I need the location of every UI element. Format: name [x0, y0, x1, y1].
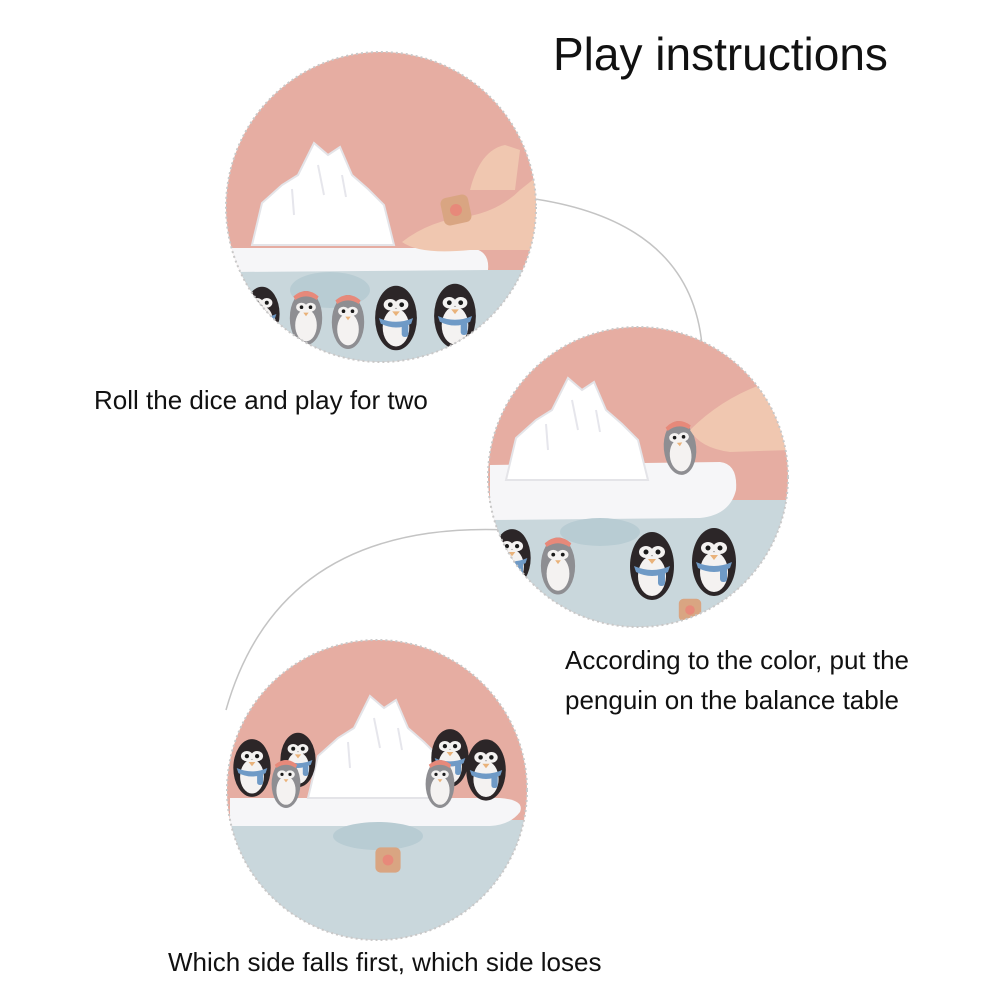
- scene-1-border: [225, 51, 537, 363]
- scene-place-penguin: [487, 326, 789, 628]
- step-2-caption-line-2: penguin on the balance table: [565, 685, 899, 715]
- page-title: Play instructions: [553, 28, 888, 80]
- scene-2-border: [487, 326, 789, 628]
- scene-balance-result: [226, 639, 528, 941]
- scene-3-border: [226, 639, 528, 941]
- step-3-caption: Which side falls first, which side loses: [168, 947, 602, 977]
- connector-line-2: [225, 528, 509, 711]
- step-2-caption-line-1: According to the color, put the: [565, 645, 909, 675]
- step-1-caption: Roll the dice and play for two: [94, 385, 428, 415]
- connector-line-1: [527, 197, 703, 346]
- step-2-caption: According to the color, put the penguin …: [565, 640, 909, 720]
- scene-roll-dice: [225, 51, 537, 363]
